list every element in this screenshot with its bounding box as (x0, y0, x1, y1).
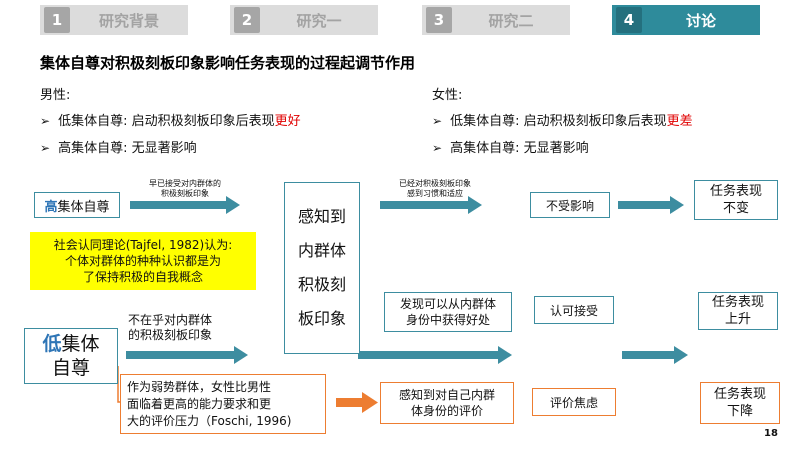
arrow-bullet-icon: ➢ (40, 114, 51, 128)
male-heading: 男性: (40, 88, 71, 103)
high-emphasis: 高 (44, 199, 58, 215)
male-low-text: 低集体自尊: 启动积极刻板印象后表现 (58, 114, 275, 129)
tab-number: 2 (234, 7, 260, 33)
arrow-high-to-center (130, 196, 240, 214)
task-unchanged-box: 任务表现 不变 (694, 180, 778, 220)
female-low-emphasis: 更差 (666, 114, 693, 129)
accept-box: 认可接受 (534, 296, 614, 324)
no-effect-box: 不受影响 (530, 192, 610, 218)
arrow-bullet-icon: ➢ (432, 141, 443, 155)
arrow-weak-to-threat (336, 392, 378, 413)
arrow-low-to-center (126, 346, 248, 364)
male-low-emphasis: 更好 (274, 114, 301, 129)
tab-number: 3 (426, 7, 452, 33)
low-box-text: 低集体 自尊 (42, 332, 99, 380)
benefit-box: 发现可以从内群体 身份中获得好处 (384, 292, 512, 332)
tab-study-two[interactable]: 3 研究二 (422, 5, 570, 35)
task-up-box: 任务表现 上升 (698, 292, 778, 330)
tab-label: 研究背景 (98, 11, 159, 30)
low-arrow-label: 不在乎对内群体 的积极刻板印象 (128, 313, 213, 342)
tab-number: 4 (616, 7, 642, 33)
tab-label: 讨论 (685, 11, 716, 30)
arrow-no-effect-to-unchanged (618, 196, 684, 214)
tab-label: 研究一 (296, 11, 342, 30)
arrow-to-task-up (622, 346, 688, 364)
male-line-low: ➢ 低集体自尊: 启动积极刻板印象后表现更好 (40, 110, 301, 129)
arrow-bullet-icon: ➢ (432, 114, 443, 128)
arrow-bullet-icon: ➢ (40, 141, 51, 155)
male-line-high: ➢ 高集体自尊: 无显著影响 (40, 137, 197, 156)
high-arrow-label: 早已接受对内群体的 积极刻板印象 (149, 179, 221, 198)
male-high-text: 高集体自尊: 无显著影响 (58, 141, 197, 156)
weak-group-box: 作为弱势群体，女性比男性 面临着更高的能力要求和更 大的评价压力（Foschi,… (120, 374, 326, 434)
connector-low-to-weak (117, 366, 120, 403)
high-self-esteem-box: 高集体自尊 (34, 192, 120, 218)
social-identity-theory-box: 社会认同理论(Tajfel, 1982)认为: 个体对群体的种种认识都是为 了保… (30, 232, 256, 290)
tab-number: 1 (44, 7, 70, 33)
tab-label: 研究二 (488, 11, 534, 30)
arrow-center-bottom (358, 346, 512, 364)
perceived-stereotype-box: 感知到 内群体 积极刻 板印象 (284, 182, 360, 354)
female-low-text: 低集体自尊: 启动积极刻板印象后表现 (450, 114, 667, 129)
low-self-esteem-box: 低集体 自尊 (24, 328, 118, 384)
female-heading: 女性: (432, 88, 463, 103)
female-high-text: 高集体自尊: 无显著影响 (450, 141, 589, 156)
arrow-center-to-no-effect (380, 196, 482, 214)
low-rest: 集体 自尊 (51, 333, 100, 379)
high-rest: 集体自尊 (57, 199, 110, 215)
page-number: 18 (764, 428, 778, 439)
slide-title: 集体自尊对积极刻板印象影响任务表现的过程起调节作用 (40, 54, 416, 72)
task-down-box: 任务表现 下降 (700, 382, 780, 424)
low-emphasis: 低 (42, 333, 62, 355)
top-arrow-label: 已经对积极刻板印象 感到习惯和适应 (399, 179, 471, 198)
female-line-low: ➢ 低集体自尊: 启动积极刻板印象后表现更差 (432, 110, 693, 129)
anxiety-box: 评价焦虑 (532, 388, 616, 416)
tab-discussion[interactable]: 4 讨论 (612, 5, 760, 35)
threat-box: 感知到对自己内群 体身份的评价 (380, 382, 514, 424)
tab-background[interactable]: 1 研究背景 (40, 5, 188, 35)
tab-study-one[interactable]: 2 研究一 (230, 5, 378, 35)
female-line-high: ➢ 高集体自尊: 无显著影响 (432, 137, 589, 156)
